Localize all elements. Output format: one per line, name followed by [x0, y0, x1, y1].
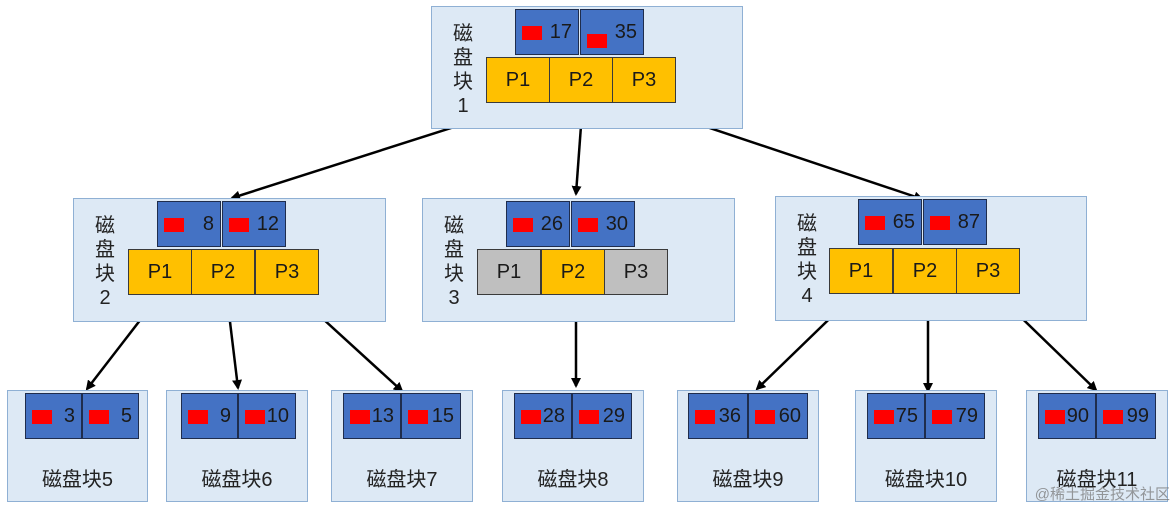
data-pointer-marker — [930, 216, 950, 230]
key-cell: 99 — [1096, 393, 1156, 439]
key-value: 15 — [431, 405, 454, 427]
key-value: 10 — [266, 405, 289, 427]
block-label: 磁盘块1 — [453, 23, 473, 117]
data-pointer-marker — [1103, 410, 1123, 424]
block-label: 磁盘块4 — [797, 213, 817, 307]
pointer-cell: P2 — [541, 249, 605, 295]
block-label: 磁盘块9 — [712, 469, 784, 491]
pointer-cell: P1 — [829, 248, 893, 294]
key-value: 90 — [1066, 405, 1089, 427]
key-value: 13 — [371, 405, 394, 427]
data-pointer-marker — [513, 218, 533, 232]
pointer-cell: P3 — [956, 248, 1020, 294]
key-cell: 8 — [157, 201, 221, 247]
pointer-cell: P3 — [604, 249, 668, 295]
key-value: 12 — [256, 213, 279, 235]
data-pointer-marker — [522, 26, 542, 40]
key-value: 65 — [892, 211, 915, 233]
key-value: 79 — [955, 405, 978, 427]
key-value: 75 — [895, 405, 918, 427]
block-label: 磁盘块2 — [95, 215, 115, 309]
key-cell: 36 — [688, 393, 748, 439]
data-pointer-marker — [579, 410, 599, 424]
pointer-cell: P1 — [128, 249, 192, 295]
pointer-cell: P2 — [191, 249, 255, 295]
block-label: 磁盘块8 — [537, 469, 609, 491]
key-cell: 29 — [572, 393, 632, 439]
block-label: 磁盘块11 — [1056, 469, 1138, 491]
pointer-cell: P1 — [486, 57, 550, 103]
key-value: 9 — [219, 405, 231, 427]
pointer-cell: P2 — [893, 248, 957, 294]
key-value: 99 — [1126, 405, 1149, 427]
data-pointer-marker — [755, 410, 775, 424]
key-value: 29 — [602, 405, 625, 427]
key-cell: 90 — [1038, 393, 1096, 439]
data-pointer-marker — [89, 410, 109, 424]
key-cell: 15 — [401, 393, 461, 439]
key-value: 5 — [120, 405, 132, 427]
key-value: 8 — [202, 213, 214, 235]
key-value: 3 — [63, 405, 75, 427]
key-cell: 60 — [748, 393, 808, 439]
key-value: 26 — [540, 213, 563, 235]
data-pointer-marker — [32, 410, 52, 424]
key-cell: 13 — [343, 393, 401, 439]
data-pointer-marker — [578, 218, 598, 232]
watermark: @稀土掘金技术社区 — [1034, 486, 1170, 503]
key-cell: 30 — [571, 201, 635, 247]
data-pointer-marker — [1045, 410, 1065, 424]
block-label: 磁盘块6 — [201, 469, 273, 491]
key-cell: 3 — [25, 393, 82, 439]
data-pointer-marker — [865, 216, 885, 230]
key-cell: 87 — [923, 199, 987, 245]
key-cell: 35 — [580, 9, 644, 55]
key-cell: 17 — [515, 9, 579, 55]
key-cell: 10 — [238, 393, 296, 439]
data-pointer-marker — [188, 410, 208, 424]
data-pointer-marker — [229, 218, 249, 232]
data-pointer-marker — [695, 410, 715, 424]
key-cell: 12 — [222, 201, 286, 247]
block-label: 磁盘块3 — [444, 215, 464, 309]
data-pointer-marker — [874, 410, 894, 424]
data-pointer-marker — [521, 410, 541, 424]
key-value: 35 — [614, 21, 637, 43]
pointer-cell: P2 — [549, 57, 613, 103]
block-label: 磁盘块7 — [366, 469, 438, 491]
data-pointer-marker — [408, 410, 428, 424]
key-cell: 65 — [858, 199, 922, 245]
data-pointer-marker — [164, 218, 184, 232]
key-value: 30 — [605, 213, 628, 235]
pointer-cell: P3 — [612, 57, 676, 103]
key-value: 60 — [778, 405, 801, 427]
key-value: 17 — [549, 21, 572, 43]
key-value: 36 — [718, 405, 741, 427]
key-cell: 9 — [181, 393, 238, 439]
key-value: 28 — [542, 405, 565, 427]
data-pointer-marker — [350, 410, 370, 424]
data-pointer-marker — [245, 410, 265, 424]
pointer-cell: P1 — [477, 249, 541, 295]
key-cell: 28 — [514, 393, 572, 439]
block-label: 磁盘块5 — [41, 469, 114, 491]
key-cell: 26 — [506, 201, 570, 247]
key-cell: 5 — [82, 393, 139, 439]
key-cell: 79 — [925, 393, 985, 439]
key-cell: 75 — [867, 393, 925, 439]
key-value: 87 — [957, 211, 980, 233]
data-pointer-marker — [932, 410, 952, 424]
block-label: 磁盘块10 — [884, 469, 968, 491]
data-pointer-marker — [587, 34, 607, 48]
pointer-cell: P3 — [255, 249, 319, 295]
